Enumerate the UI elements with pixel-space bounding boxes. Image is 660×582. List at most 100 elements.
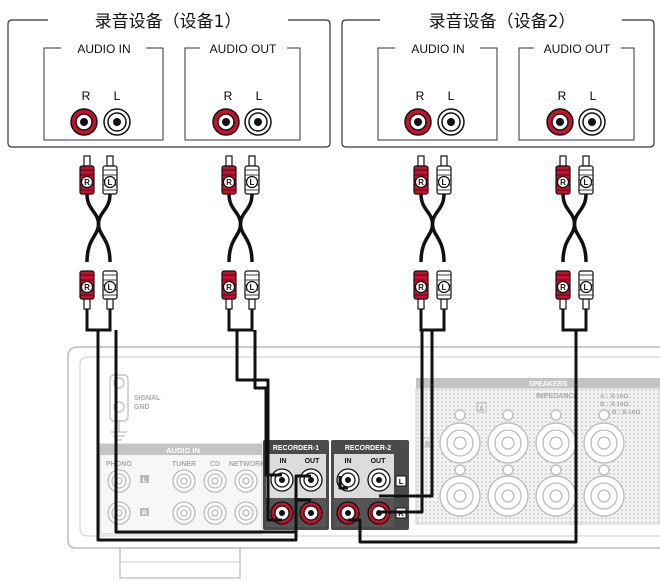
impedance-line-3: A + B : 8-16Ω bbox=[600, 409, 641, 416]
upper-plug-r-1: R bbox=[79, 155, 95, 195]
cable-b-r bbox=[235, 330, 282, 522]
device-1-in-l-jack bbox=[103, 108, 131, 136]
input-network-label: NETWORK bbox=[229, 461, 265, 468]
input-tuner-label: TUNER bbox=[172, 461, 196, 468]
device-2-out-l-jack bbox=[578, 108, 606, 136]
cable-bracket-1 bbox=[85, 309, 112, 332]
device-1-audio-in-frame bbox=[43, 47, 164, 141]
cable-bend-r-1 bbox=[85, 193, 101, 263]
cable-b-l bbox=[253, 330, 282, 477]
input-jacks bbox=[107, 469, 258, 525]
device-1-audio-out-frame bbox=[184, 47, 301, 141]
cable-bracket-4 bbox=[561, 309, 588, 332]
signal-gnd-terminal bbox=[109, 374, 129, 441]
cable-c-l bbox=[379, 330, 434, 498]
recorder-2-label: RECORDER-2 bbox=[345, 445, 391, 452]
lower-plug-l-2-label: L bbox=[250, 283, 255, 292]
device-2-out-l-label: L bbox=[590, 89, 597, 103]
cable-bend-l-1 bbox=[96, 193, 112, 263]
device-1-audio-out-label: AUDIO OUT bbox=[210, 42, 277, 56]
signal-gnd-label-line2: GND bbox=[134, 404, 150, 411]
cable-bend-l-3 bbox=[430, 193, 446, 263]
device-2-in-r-label: R bbox=[416, 89, 425, 103]
device-2-audio-out-frame bbox=[518, 47, 635, 141]
device-1-frame bbox=[7, 19, 331, 148]
cable-a-r bbox=[96, 330, 311, 542]
device-1-out-l-label: L bbox=[256, 89, 263, 103]
lower-plug-l-1: L bbox=[102, 270, 118, 310]
upper-plug-l-4: L bbox=[578, 155, 594, 195]
upper-plug-l-2-label: L bbox=[250, 178, 255, 187]
impedance-line-1: A : 4-16Ω bbox=[600, 393, 628, 400]
device-1-audio-in-label: AUDIO IN bbox=[77, 42, 130, 56]
device-2-title: 录音设备（设备2） bbox=[429, 12, 576, 32]
audio-in-header bbox=[100, 444, 262, 455]
device-2-frame bbox=[341, 19, 655, 148]
speaker-a-marker-text: A bbox=[479, 406, 484, 413]
lower-plug-r-3-label: R bbox=[418, 283, 424, 292]
device-1-out-r-jack bbox=[212, 108, 240, 136]
lower-plug-l-3: L bbox=[436, 270, 452, 310]
lower-plug-r-3: R bbox=[413, 270, 429, 310]
receiver-outer-frame bbox=[67, 346, 660, 549]
rca-cable-1: R L R L bbox=[79, 155, 118, 332]
cable-bend-r-2 bbox=[227, 193, 243, 263]
upper-plug-l-1: L bbox=[102, 155, 118, 195]
cable-bend-l-4 bbox=[572, 193, 588, 263]
speakers-header bbox=[416, 378, 660, 388]
upper-plug-r-4-label: R bbox=[560, 178, 566, 187]
recorder-2-l-marker bbox=[395, 475, 407, 487]
upper-plug-r-1-label: R bbox=[84, 178, 90, 187]
input-phono-label: PHONO bbox=[106, 461, 132, 468]
recorder-1-label: RECORDER-1 bbox=[273, 445, 319, 452]
recorder-1-out-label: OUT bbox=[305, 458, 321, 465]
upper-plug-r-4: R bbox=[555, 155, 571, 195]
device-1-in-l-label: L bbox=[114, 89, 121, 103]
device-1-in-r-label: R bbox=[82, 89, 91, 103]
cable-c-r bbox=[379, 330, 424, 514]
device-2-in-l-jack bbox=[437, 108, 465, 136]
impedance-line-2: B : 4-16Ω bbox=[600, 401, 629, 408]
speaker-terminals bbox=[439, 409, 625, 517]
rca-cable-3: R L R L bbox=[413, 155, 452, 332]
lower-plug-r-1: R bbox=[79, 270, 95, 310]
upper-plug-l-3-label: L bbox=[442, 178, 447, 187]
input-r-marker-text: R bbox=[142, 510, 147, 517]
recorder-device-1: 录音设备（设备1） AUDIO IN AUDIO OUT R L R L bbox=[7, 12, 331, 148]
speaker-b-marker-text: B bbox=[425, 441, 430, 448]
upper-plug-l-3: L bbox=[436, 155, 452, 195]
upper-plug-r-3-label: R bbox=[418, 178, 424, 187]
input-r-marker bbox=[140, 508, 149, 516]
device-2-out-r-jack bbox=[546, 108, 574, 136]
device-2-audio-in-label: AUDIO IN bbox=[411, 42, 464, 56]
speakers-label: SPEAKERS bbox=[529, 381, 568, 388]
upper-plug-l-1-label: L bbox=[108, 178, 113, 187]
device-2-in-r-jack bbox=[404, 108, 432, 136]
receiver-foot bbox=[119, 547, 241, 579]
upper-plug-l-4-label: L bbox=[584, 178, 589, 187]
lower-plug-l-1-label: L bbox=[108, 283, 113, 292]
lower-plug-l-4-label: L bbox=[584, 283, 589, 292]
cable-bend-r-4 bbox=[561, 193, 577, 263]
cable-a-l bbox=[114, 330, 311, 534]
upper-plug-r-3: R bbox=[413, 155, 429, 195]
recorder-2-out-label: OUT bbox=[371, 458, 387, 465]
recorder-device-2: 录音设备（设备2） AUDIO IN AUDIO OUT R L R L bbox=[341, 12, 655, 148]
lower-plug-l-3-label: L bbox=[442, 283, 447, 292]
cable-d-l bbox=[338, 476, 348, 490]
cable-bend-r-3 bbox=[419, 193, 435, 263]
device-2-out-r-label: R bbox=[558, 89, 567, 103]
recorder-1-in-label: IN bbox=[280, 458, 287, 465]
cable-bend-l-2 bbox=[238, 193, 254, 263]
device-1-title: 录音设备（设备1） bbox=[95, 12, 242, 32]
recorder-2-jacks bbox=[336, 468, 391, 525]
device-2-in-l-label: L bbox=[448, 89, 455, 103]
receiver-inner-frame bbox=[79, 356, 660, 537]
input-l-marker bbox=[140, 475, 149, 483]
lower-plug-r-2: R bbox=[221, 270, 237, 310]
device-1-in-r-jack bbox=[70, 108, 98, 136]
cable-bracket-2 bbox=[227, 309, 254, 332]
